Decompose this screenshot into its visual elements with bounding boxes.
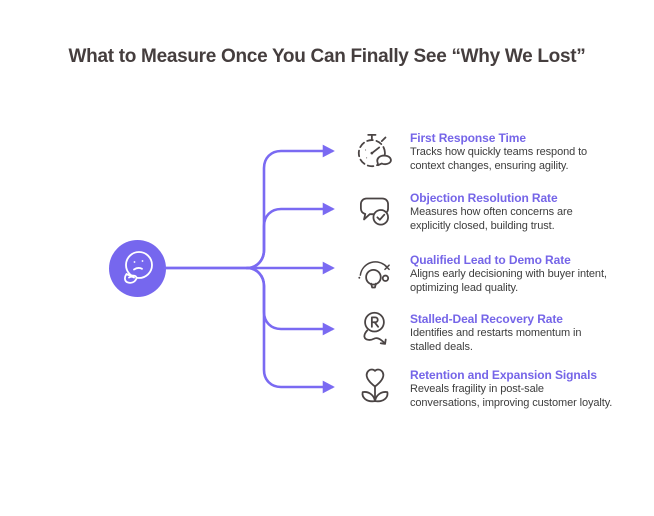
thinking-face-icon [123,250,153,284]
metric-item-retention-and-expansion-signals: Retention and Expansion Signals Reveals … [352,364,614,410]
metric-title: First Response Time [410,131,526,145]
metric-title: Stalled-Deal Recovery Rate [410,312,563,326]
metric-description: Reveals fragility in post-sale conversat… [410,383,613,409]
branch-connectors [163,144,335,394]
lightbulb-icon [352,249,398,295]
metric-item-objection-resolution-rate: Objection Resolution Rate Measures how o… [352,187,614,233]
metric-description: Aligns early decisioning with buyer inte… [410,268,607,294]
metric-item-stalled-deal-recovery-rate: Stalled-Deal Recovery Rate Identifies an… [352,308,614,354]
stopwatch-icon [352,127,398,173]
center-node [109,240,166,297]
metric-title: Qualified Lead to Demo Rate [410,253,571,267]
speech-bubble-check-icon [352,187,398,233]
recovery-arrow-icon [352,308,398,354]
metric-item-first-response-time: First Response Time Tracks how quickly t… [352,127,614,173]
connector-branch-5 [245,266,335,394]
metric-title: Objection Resolution Rate [410,191,558,205]
page-title: What to Measure Once You Can Finally See… [68,46,586,67]
heart-plant-icon [352,364,398,410]
connector-branch-4 [245,266,335,336]
metric-title: Retention and Expansion Signals [410,368,597,382]
metric-item-qualified-lead-to-demo-rate: Qualified Lead to Demo Rate Aligns early… [352,249,614,295]
metric-description: Tracks how quickly teams respond to cont… [410,146,588,172]
connector-branch-2 [245,202,335,270]
metric-description: Identifies and restarts momentum in stal… [410,327,582,353]
metric-description: Measures how often concerns are explicit… [410,206,573,232]
